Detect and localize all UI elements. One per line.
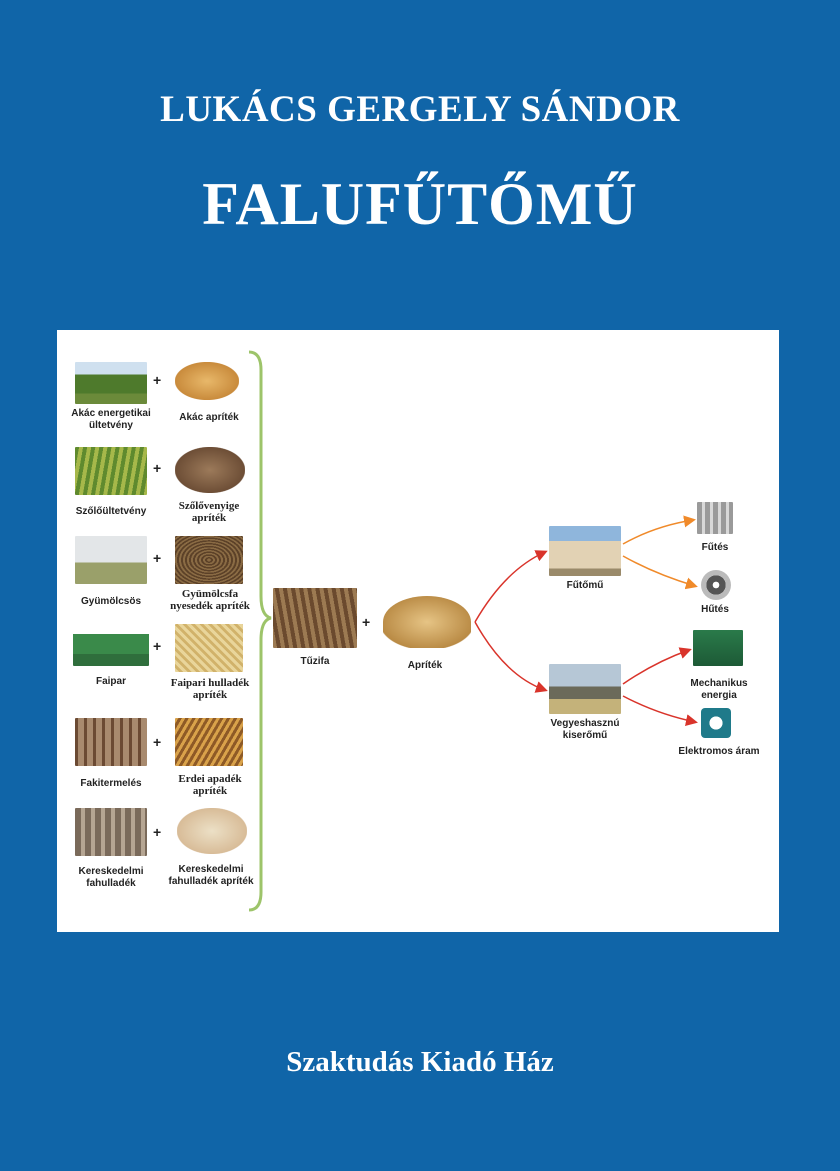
arrow-to-mechanical xyxy=(622,647,692,685)
source-label: Fakitermelés xyxy=(80,778,142,789)
source-label: Akác energetikai ültetvény xyxy=(71,408,151,431)
radiator-icon xyxy=(697,502,733,534)
woodchip-label: Apríték xyxy=(407,660,443,671)
forest-chip-photo xyxy=(175,718,243,766)
author-name: LUKÁCS GERGELY SÁNDOR xyxy=(160,89,680,130)
heating-label: Fűtés xyxy=(701,542,729,553)
heating-plant-photo xyxy=(549,526,621,576)
plus-sign: + xyxy=(153,824,162,840)
plus-sign: + xyxy=(153,372,162,388)
arrow-to-electricity xyxy=(622,695,698,727)
source-label: Faipar xyxy=(95,676,126,687)
chip-label: Faipari hulladék apríték xyxy=(170,677,250,701)
electricity-label: Elektromos áram xyxy=(678,746,760,757)
chip-label: Akác apríték xyxy=(179,412,239,423)
lightbulb-icon xyxy=(701,708,731,738)
cooling-fan-icon xyxy=(701,570,731,600)
logging-forest-photo xyxy=(75,718,147,766)
fruit-chip-photo xyxy=(175,536,243,584)
firewood-label: Tűzifa xyxy=(300,656,330,667)
buildings-photo xyxy=(75,808,147,856)
arrow-to-heating-plant xyxy=(474,550,548,623)
source-label: Gyümölcsös xyxy=(80,596,142,607)
arrow-to-cooling xyxy=(622,555,698,590)
cooling-label: Hűtés xyxy=(701,604,729,615)
plus-sign: + xyxy=(153,550,162,566)
industrial-chip-photo xyxy=(175,624,243,672)
chip-label: Szőlővenyige apríték xyxy=(178,500,240,524)
publisher-name: Szaktudás Kiadó Ház xyxy=(286,1046,554,1078)
woodchip-pile-photo xyxy=(383,596,471,648)
chip-label: Kereskedelmi fahulladék apríték xyxy=(168,864,254,887)
acacia-plantation-photo xyxy=(75,362,147,404)
plus-sign: + xyxy=(362,614,371,630)
plus-sign: + xyxy=(153,460,162,476)
chip-label: Gyümölcsfa nyesedék apríték xyxy=(170,588,250,612)
heating-plant-label: Fűtőmű xyxy=(566,580,604,591)
vine-chip-photo xyxy=(175,447,245,493)
cover-diagram: + Akác energetikai ültetvény Akác apríté… xyxy=(57,330,779,932)
orchard-photo xyxy=(75,536,147,584)
source-brace xyxy=(248,350,272,912)
firewood-photo xyxy=(273,588,357,648)
chp-plant-label: Vegyeshasznú kiserőmű xyxy=(550,718,620,741)
acacia-chip-photo xyxy=(175,362,239,400)
vineyard-photo xyxy=(75,447,147,495)
source-label: Szőlőültetvény xyxy=(75,506,147,517)
chp-plant-photo xyxy=(549,664,621,714)
arrow-to-heating xyxy=(622,515,696,545)
plus-sign: + xyxy=(153,638,162,654)
plus-sign: + xyxy=(153,734,162,750)
book-title: FALUFŰTŐMŰ xyxy=(202,171,638,237)
chip-label: Erdei apadék apríték xyxy=(178,773,242,797)
sawmill-machine-photo xyxy=(73,626,149,666)
generator-icon xyxy=(693,630,743,666)
flow-arrows xyxy=(248,350,698,912)
hands-chip-photo xyxy=(177,808,247,854)
source-label: Kereskedelmi fahulladék xyxy=(78,866,144,889)
arrow-to-chp-plant xyxy=(474,621,548,693)
mechanical-energy-label: Mechanikus energia xyxy=(690,678,748,701)
